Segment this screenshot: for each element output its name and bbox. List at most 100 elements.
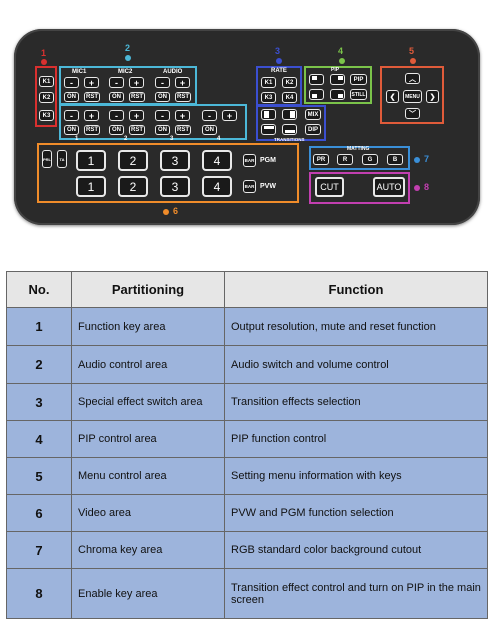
k1-key[interactable]: K1	[39, 76, 54, 87]
matting-r-key[interactable]: R	[337, 154, 353, 165]
ch2-plus-button[interactable]: +	[129, 110, 144, 121]
row-function: Output resolution, mute and reset functi…	[224, 307, 488, 346]
pip-topright-key[interactable]	[330, 74, 345, 85]
wipe-right-key[interactable]	[282, 109, 297, 120]
partition-table: No. Partitioning Function 1 Function key…	[6, 271, 488, 619]
mic1-minus-button[interactable]: -	[64, 77, 79, 88]
audio-plus-button[interactable]: +	[175, 77, 190, 88]
table-row: 2 Audio control area Audio switch and vo…	[6, 345, 488, 384]
zone-number-1: 1	[41, 48, 47, 58]
rate-label: RATE	[271, 68, 287, 74]
menu-down-button[interactable]: ﹀	[405, 108, 420, 119]
pvw-3-button[interactable]: 3	[160, 176, 190, 197]
rate-k1-key[interactable]: K1	[261, 77, 276, 88]
zone-marker-7	[414, 157, 420, 163]
zone-marker-4	[339, 58, 345, 64]
matting-b-key[interactable]: B	[387, 154, 403, 165]
header-partitioning: Partitioning	[71, 271, 225, 308]
zone-marker-5	[410, 58, 416, 64]
mic2-rst-button[interactable]: RST	[129, 92, 145, 102]
menu-button[interactable]: MENU	[403, 90, 422, 103]
menu-left-button[interactable]: ❮	[386, 90, 399, 103]
k3-key[interactable]: K3	[39, 110, 54, 121]
ch2-rst-button[interactable]: RST	[129, 125, 145, 135]
mic2-on-button[interactable]: ON	[109, 92, 124, 102]
zone-number-6: 6	[173, 206, 179, 216]
ch4-plus-button[interactable]: +	[222, 110, 237, 121]
channel-4-label: 4	[217, 136, 221, 142]
table-row: 4 PIP control area PIP function control	[6, 420, 488, 458]
ch1-on-button[interactable]: ON	[64, 125, 79, 135]
still-key[interactable]: STILL	[350, 89, 367, 100]
mix-key[interactable]: MIX	[305, 109, 321, 120]
table-row: 5 Menu control area Setting menu informa…	[6, 457, 488, 495]
auto-button[interactable]: AUTO	[373, 177, 405, 197]
row-function: PVW and PGM function selection	[224, 494, 488, 532]
function-key-area	[35, 66, 57, 127]
mic1-plus-button[interactable]: +	[84, 77, 99, 88]
wipe-bottom-icon	[284, 130, 295, 133]
wipe-bottom-key[interactable]	[282, 124, 297, 135]
rate-k3-key[interactable]: K3	[261, 92, 276, 103]
ch1-minus-button[interactable]: -	[64, 110, 79, 121]
pip-topleft-key[interactable]	[309, 74, 324, 85]
ch1-rst-button[interactable]: RST	[84, 125, 100, 135]
pip-topleft-icon	[311, 76, 317, 80]
row-partitioning: Video area	[71, 494, 225, 532]
pvw-1-button[interactable]: 1	[76, 176, 106, 197]
menu-up-button[interactable]: ︿	[405, 73, 420, 84]
ch4-minus-button[interactable]: -	[202, 110, 217, 121]
row-function: Audio switch and volume control	[224, 345, 488, 384]
cut-button[interactable]: CUT	[315, 177, 344, 197]
matting-g-key[interactable]: G	[362, 154, 378, 165]
mic2-minus-button[interactable]: -	[109, 77, 124, 88]
pgm-2-button[interactable]: 2	[118, 150, 148, 171]
pgm-3-button[interactable]: 3	[160, 150, 190, 171]
pgm-1-button[interactable]: 1	[76, 150, 106, 171]
audio-on-button[interactable]: ON	[155, 92, 170, 102]
table-row: 8 Enable key area Transition effect cont…	[6, 568, 488, 619]
ch4-on-button[interactable]: ON	[202, 125, 217, 135]
audio-minus-button[interactable]: -	[155, 77, 170, 88]
wipe-left-key[interactable]	[261, 109, 276, 120]
ch3-rst-button[interactable]: RST	[175, 125, 191, 135]
pvw-label: PVW	[260, 183, 276, 190]
rate-k2-key[interactable]: K2	[282, 77, 297, 88]
header-function: Function	[224, 271, 488, 308]
mic2-plus-button[interactable]: +	[129, 77, 144, 88]
ta-key[interactable]: TA	[57, 150, 67, 168]
ch2-minus-button[interactable]: -	[109, 110, 124, 121]
pip-topright-icon	[337, 76, 343, 80]
ch3-plus-button[interactable]: +	[175, 110, 190, 121]
k2-key[interactable]: K2	[39, 92, 54, 103]
wipe-top-key[interactable]	[261, 124, 276, 135]
dip-key[interactable]: DIP	[305, 124, 321, 135]
ch1-plus-button[interactable]: +	[84, 110, 99, 121]
pvw-4-button[interactable]: 4	[202, 176, 232, 197]
ch2-on-button[interactable]: ON	[109, 125, 124, 135]
rate-k4-key[interactable]: K4	[282, 92, 297, 103]
zone-number-3: 3	[275, 46, 281, 56]
zone-number-2: 2	[125, 43, 131, 53]
mic1-on-button[interactable]: ON	[64, 92, 79, 102]
zone-marker-8	[414, 185, 420, 191]
row-no: 3	[6, 383, 72, 421]
chroma-key-area	[309, 146, 410, 170]
row-no: 1	[6, 307, 72, 346]
matting-label: MATTING	[347, 146, 370, 152]
pip-bottomleft-key[interactable]	[309, 89, 324, 100]
pip-key[interactable]: PIP	[350, 74, 367, 85]
pip-bottomright-key[interactable]	[330, 89, 345, 100]
pvw-bar-key[interactable]: BAR	[243, 180, 256, 193]
mic1-rst-button[interactable]: RST	[84, 92, 100, 102]
ch3-minus-button[interactable]: -	[155, 110, 170, 121]
matting-pr-key[interactable]: PR	[313, 154, 329, 165]
table-row: 3 Special effect switch area Transition …	[6, 383, 488, 421]
pgm-4-button[interactable]: 4	[202, 150, 232, 171]
pgm-bar-key[interactable]: BAR	[243, 154, 256, 167]
audio-rst-button[interactable]: RST	[175, 92, 191, 102]
pvw-2-button[interactable]: 2	[118, 176, 148, 197]
prl-key[interactable]: PRL	[42, 150, 52, 168]
menu-right-button[interactable]: ❯	[426, 90, 439, 103]
ch3-on-button[interactable]: ON	[155, 125, 170, 135]
